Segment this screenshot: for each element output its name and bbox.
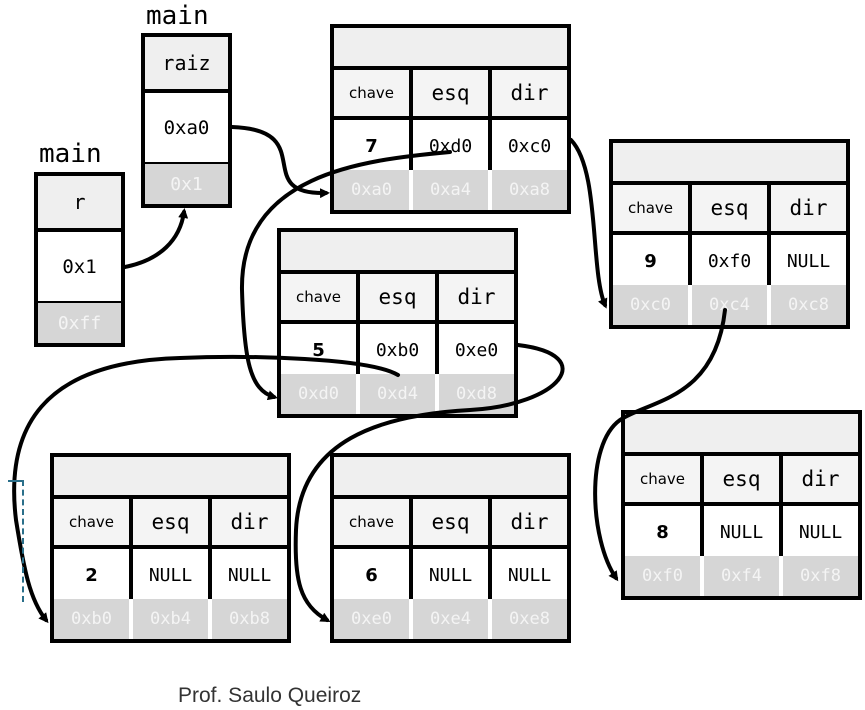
address-esq: 0xe4 — [409, 599, 488, 639]
value-esq: 0xd0 — [409, 120, 488, 172]
raiz-variable-box: raiz 0xa0 0x1 — [141, 33, 232, 208]
node-field-values: 9 0xf0 NULL — [613, 235, 846, 291]
address-dir: 0xf8 — [779, 556, 858, 596]
field-esq: esq — [409, 499, 488, 545]
arrow-r-to-raiz — [123, 208, 189, 269]
address-dir: 0xb8 — [208, 599, 287, 639]
address-chave: 0xc0 — [630, 295, 671, 315]
var-value: 0x1 — [38, 232, 121, 305]
r-variable-box: r 0x1 0xff — [34, 172, 125, 347]
value-chave: 6 — [365, 564, 378, 586]
node-field-names: chave esq dir — [54, 499, 287, 549]
node-addresses: 0xf0 0xf4 0xf8 — [625, 556, 858, 596]
value-chave: 5 — [312, 339, 325, 361]
field-esq: esq — [409, 70, 488, 116]
field-chave: chave — [68, 513, 115, 531]
arrow-raiz-to-node7 — [230, 125, 330, 199]
field-chave: chave — [639, 470, 686, 488]
value-esq: 0xf0 — [688, 235, 767, 287]
field-dir: dir — [488, 70, 567, 116]
var-address: 0xff — [38, 303, 121, 343]
frame-label-main-r: main — [39, 139, 102, 169]
field-esq: esq — [129, 499, 208, 545]
var-name: raiz — [145, 37, 228, 93]
address-dir: 0xe8 — [488, 599, 567, 639]
address-dir: 0xd8 — [435, 374, 514, 414]
node-8: chave esq dir 8 NULL NULL 0xf0 0xf4 0xf8 — [621, 410, 862, 600]
node-header — [625, 414, 858, 456]
field-chave: chave — [348, 513, 395, 531]
field-chave: chave — [295, 288, 342, 306]
address-chave: 0xa0 — [351, 180, 392, 200]
node-addresses: 0xe0 0xe4 0xe8 — [334, 599, 567, 639]
address-chave: 0xe0 — [351, 609, 392, 629]
var-value: 0xa0 — [145, 93, 228, 166]
field-dir: dir — [208, 499, 287, 545]
address-esq: 0xa4 — [409, 170, 488, 210]
value-dir: NULL — [767, 235, 846, 287]
value-esq: NULL — [700, 506, 779, 558]
node-header — [54, 457, 287, 499]
field-esq: esq — [356, 274, 435, 320]
address-esq: 0xc4 — [688, 285, 767, 325]
field-esq: esq — [688, 185, 767, 231]
node-field-names: chave esq dir — [625, 456, 858, 506]
node-addresses: 0xc0 0xc4 0xc8 — [613, 285, 846, 325]
value-esq: NULL — [129, 549, 208, 601]
node-field-values: 2 NULL NULL — [54, 549, 287, 605]
value-chave: 2 — [85, 564, 98, 586]
field-dir: dir — [779, 456, 858, 502]
value-dir: NULL — [779, 506, 858, 558]
node-addresses: 0xb0 0xb4 0xb8 — [54, 599, 287, 639]
address-chave: 0xd0 — [298, 384, 339, 404]
address-chave: 0xf0 — [642, 566, 683, 586]
address-esq: 0xb4 — [129, 599, 208, 639]
value-dir: 0xe0 — [435, 324, 514, 376]
field-dir: dir — [435, 274, 514, 320]
node-6: chave esq dir 6 NULL NULL 0xe0 0xe4 0xe8 — [330, 453, 571, 643]
node-addresses: 0xd0 0xd4 0xd8 — [281, 374, 514, 414]
node-9: chave esq dir 9 0xf0 NULL 0xc0 0xc4 0xc8 — [609, 139, 850, 329]
field-dir: dir — [767, 185, 846, 231]
node-field-values: 5 0xb0 0xe0 — [281, 324, 514, 380]
node-2: chave esq dir 2 NULL NULL 0xb0 0xb4 0xb8 — [50, 453, 291, 643]
var-name: r — [38, 176, 121, 232]
field-esq: esq — [700, 456, 779, 502]
author-credit: Prof. Saulo Queiroz — [178, 684, 362, 707]
value-esq: NULL — [409, 549, 488, 601]
node-7: chave esq dir 7 0xd0 0xc0 0xa0 0xa4 0xa8 — [330, 24, 571, 214]
node-field-names: chave esq dir — [334, 70, 567, 120]
value-chave: 7 — [365, 135, 378, 157]
field-dir: dir — [488, 499, 567, 545]
node-field-values: 6 NULL NULL — [334, 549, 567, 605]
node-5: chave esq dir 5 0xb0 0xe0 0xd0 0xd4 0xd8 — [277, 228, 518, 418]
address-esq: 0xd4 — [356, 374, 435, 414]
value-dir: NULL — [488, 549, 567, 601]
arrow-node7-dir-to-node9 — [569, 138, 608, 309]
address-dir: 0xa8 — [488, 170, 567, 210]
value-chave: 9 — [644, 250, 657, 272]
var-address: 0x1 — [145, 164, 228, 204]
node-header — [334, 28, 567, 70]
node-header — [613, 143, 846, 185]
node-field-names: chave esq dir — [613, 185, 846, 235]
address-dir: 0xc8 — [767, 285, 846, 325]
node-field-names: chave esq dir — [281, 274, 514, 324]
value-dir: 0xc0 — [488, 120, 567, 172]
node-field-values: 8 NULL NULL — [625, 506, 858, 562]
node-addresses: 0xa0 0xa4 0xa8 — [334, 170, 567, 210]
node-field-values: 7 0xd0 0xc0 — [334, 120, 567, 176]
field-chave: chave — [348, 84, 395, 102]
frame-label-main-raiz: main — [146, 1, 209, 31]
value-chave: 8 — [656, 521, 669, 543]
value-dir: NULL — [208, 549, 287, 601]
node-field-names: chave esq dir — [334, 499, 567, 549]
partial-dashed-edge — [8, 480, 24, 602]
value-esq: 0xb0 — [356, 324, 435, 376]
address-chave: 0xb0 — [71, 609, 112, 629]
address-esq: 0xf4 — [700, 556, 779, 596]
node-header — [334, 457, 567, 499]
field-chave: chave — [627, 199, 674, 217]
node-header — [281, 232, 514, 274]
